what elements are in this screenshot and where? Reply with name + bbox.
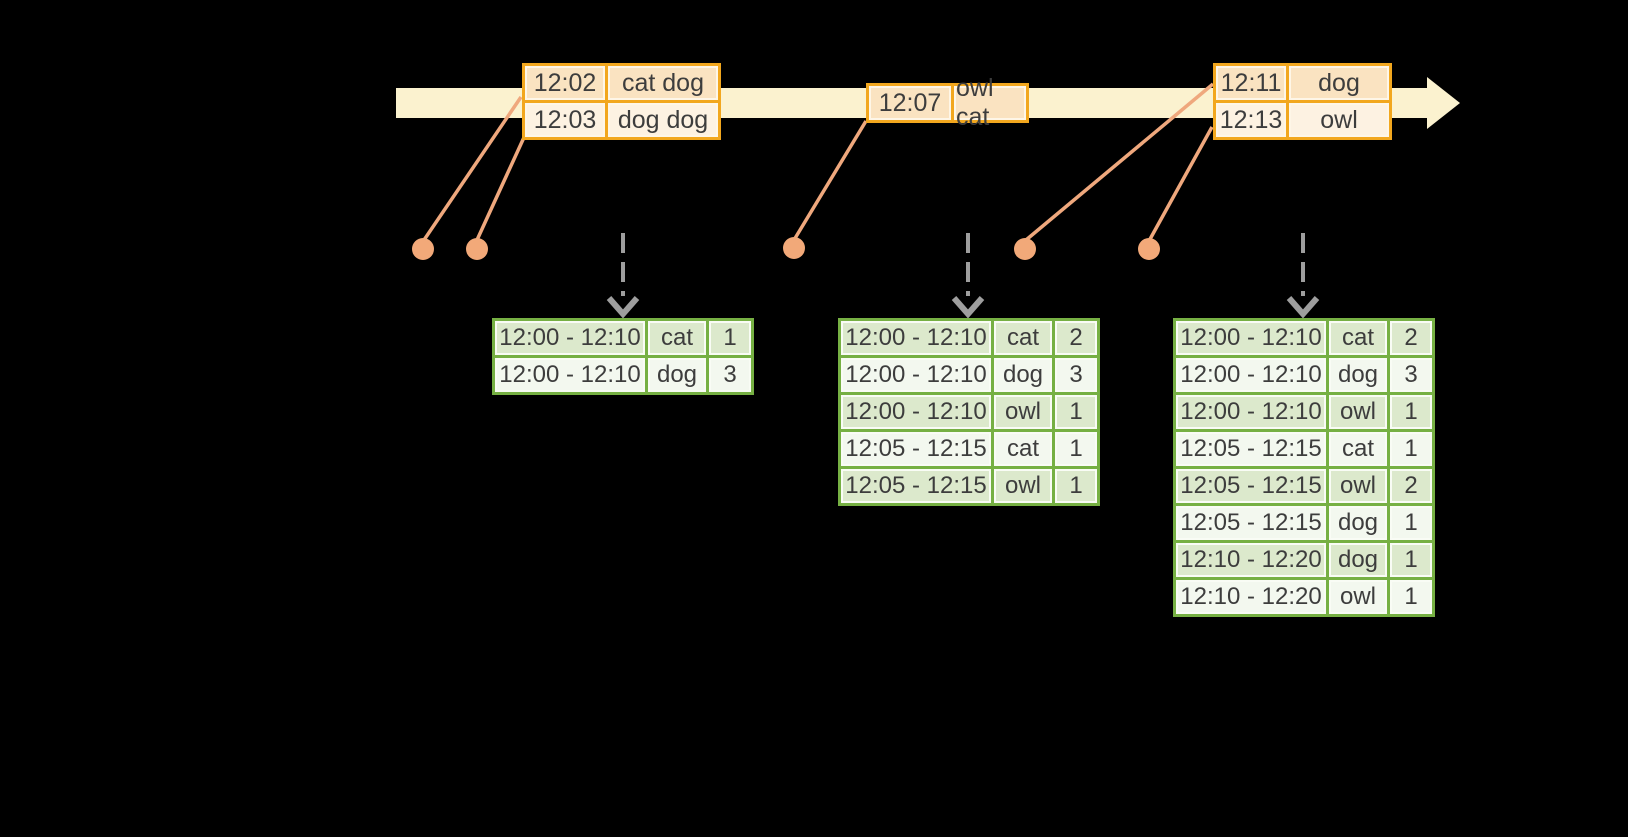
table-cell: cat xyxy=(994,432,1052,466)
table-cell: 1 xyxy=(1390,580,1432,614)
table-cell: 12:00 - 12:10 xyxy=(495,321,645,355)
table-cell: dog xyxy=(1329,506,1387,540)
event-dot xyxy=(1014,238,1036,260)
event-connector-line xyxy=(1147,126,1214,242)
table-cell: cat xyxy=(1329,432,1387,466)
table-cell: dog xyxy=(1329,543,1387,577)
table-cell: 3 xyxy=(709,358,751,392)
timeline-arrowhead-icon xyxy=(1427,77,1460,129)
table-cell: 12:10 - 12:20 xyxy=(1176,543,1326,577)
table-cell: 12:00 - 12:10 xyxy=(841,395,991,429)
table-cell: 12:00 - 12:10 xyxy=(841,321,991,355)
table-cell: 3 xyxy=(1055,358,1097,392)
event-connector-line xyxy=(422,96,523,241)
table-cell: 2 xyxy=(1390,469,1432,503)
event-dot xyxy=(783,237,805,259)
table-cell: dog xyxy=(994,358,1052,392)
event-dot xyxy=(1138,238,1160,260)
table-cell: 12:11 xyxy=(1216,66,1286,100)
table-cell: 1 xyxy=(1055,469,1097,503)
event-connector-line xyxy=(475,132,528,241)
event-connector-line xyxy=(792,120,868,241)
table-cell: 12:10 - 12:20 xyxy=(1176,580,1326,614)
trigger-arrowhead-icon xyxy=(606,296,640,319)
trigger-arrowhead-icon xyxy=(1286,296,1320,319)
table-cell: 2 xyxy=(1055,321,1097,355)
table-cell: 12:02 xyxy=(525,66,605,100)
table-cell: 1 xyxy=(1055,395,1097,429)
table-cell: 2 xyxy=(1390,321,1432,355)
table-cell: owl xyxy=(1329,395,1387,429)
table-cell: owl xyxy=(994,395,1052,429)
table-cell: owl cat xyxy=(954,74,1026,131)
table-cell: owl xyxy=(1329,469,1387,503)
table-cell: dog xyxy=(1329,358,1387,392)
table-cell: 12:00 - 12:10 xyxy=(1176,395,1326,429)
table-cell: 12:13 xyxy=(1216,103,1286,137)
table-cell: dog xyxy=(648,358,706,392)
trigger-arrowhead-icon xyxy=(951,296,985,319)
table-cell: 12:00 - 12:10 xyxy=(1176,321,1326,355)
table-cell: 1 xyxy=(1390,543,1432,577)
table-cell: 12:00 - 12:10 xyxy=(495,358,645,392)
table-cell: 1 xyxy=(1055,432,1097,466)
table-cell: cat dog xyxy=(608,66,718,100)
table-cell: cat xyxy=(1329,321,1387,355)
table-cell: 1 xyxy=(1390,506,1432,540)
table-cell: dog dog xyxy=(608,103,718,137)
table-cell: 12:00 - 12:10 xyxy=(1176,358,1326,392)
table-cell: 12:05 - 12:15 xyxy=(1176,506,1326,540)
table-cell: owl xyxy=(1289,103,1389,137)
event-dot xyxy=(412,238,434,260)
table-cell: 3 xyxy=(1390,358,1432,392)
table-cell: 12:05 - 12:15 xyxy=(1176,469,1326,503)
table-cell: 12:00 - 12:10 xyxy=(841,358,991,392)
table-cell: owl xyxy=(1329,580,1387,614)
event-connector-line xyxy=(1024,82,1215,242)
table-cell: cat xyxy=(994,321,1052,355)
table-cell: 12:05 - 12:15 xyxy=(1176,432,1326,466)
table-cell: 1 xyxy=(1390,432,1432,466)
table-cell: 12:05 - 12:15 xyxy=(841,432,991,466)
table-cell: owl xyxy=(994,469,1052,503)
table-cell: cat xyxy=(648,321,706,355)
table-cell: 1 xyxy=(709,321,751,355)
table-cell: dog xyxy=(1289,66,1389,100)
table-cell: 1 xyxy=(1390,395,1432,429)
table-cell: 12:03 xyxy=(525,103,605,137)
table-cell: 12:05 - 12:15 xyxy=(841,469,991,503)
table-cell: 12:07 xyxy=(869,86,951,120)
event-dot xyxy=(466,238,488,260)
